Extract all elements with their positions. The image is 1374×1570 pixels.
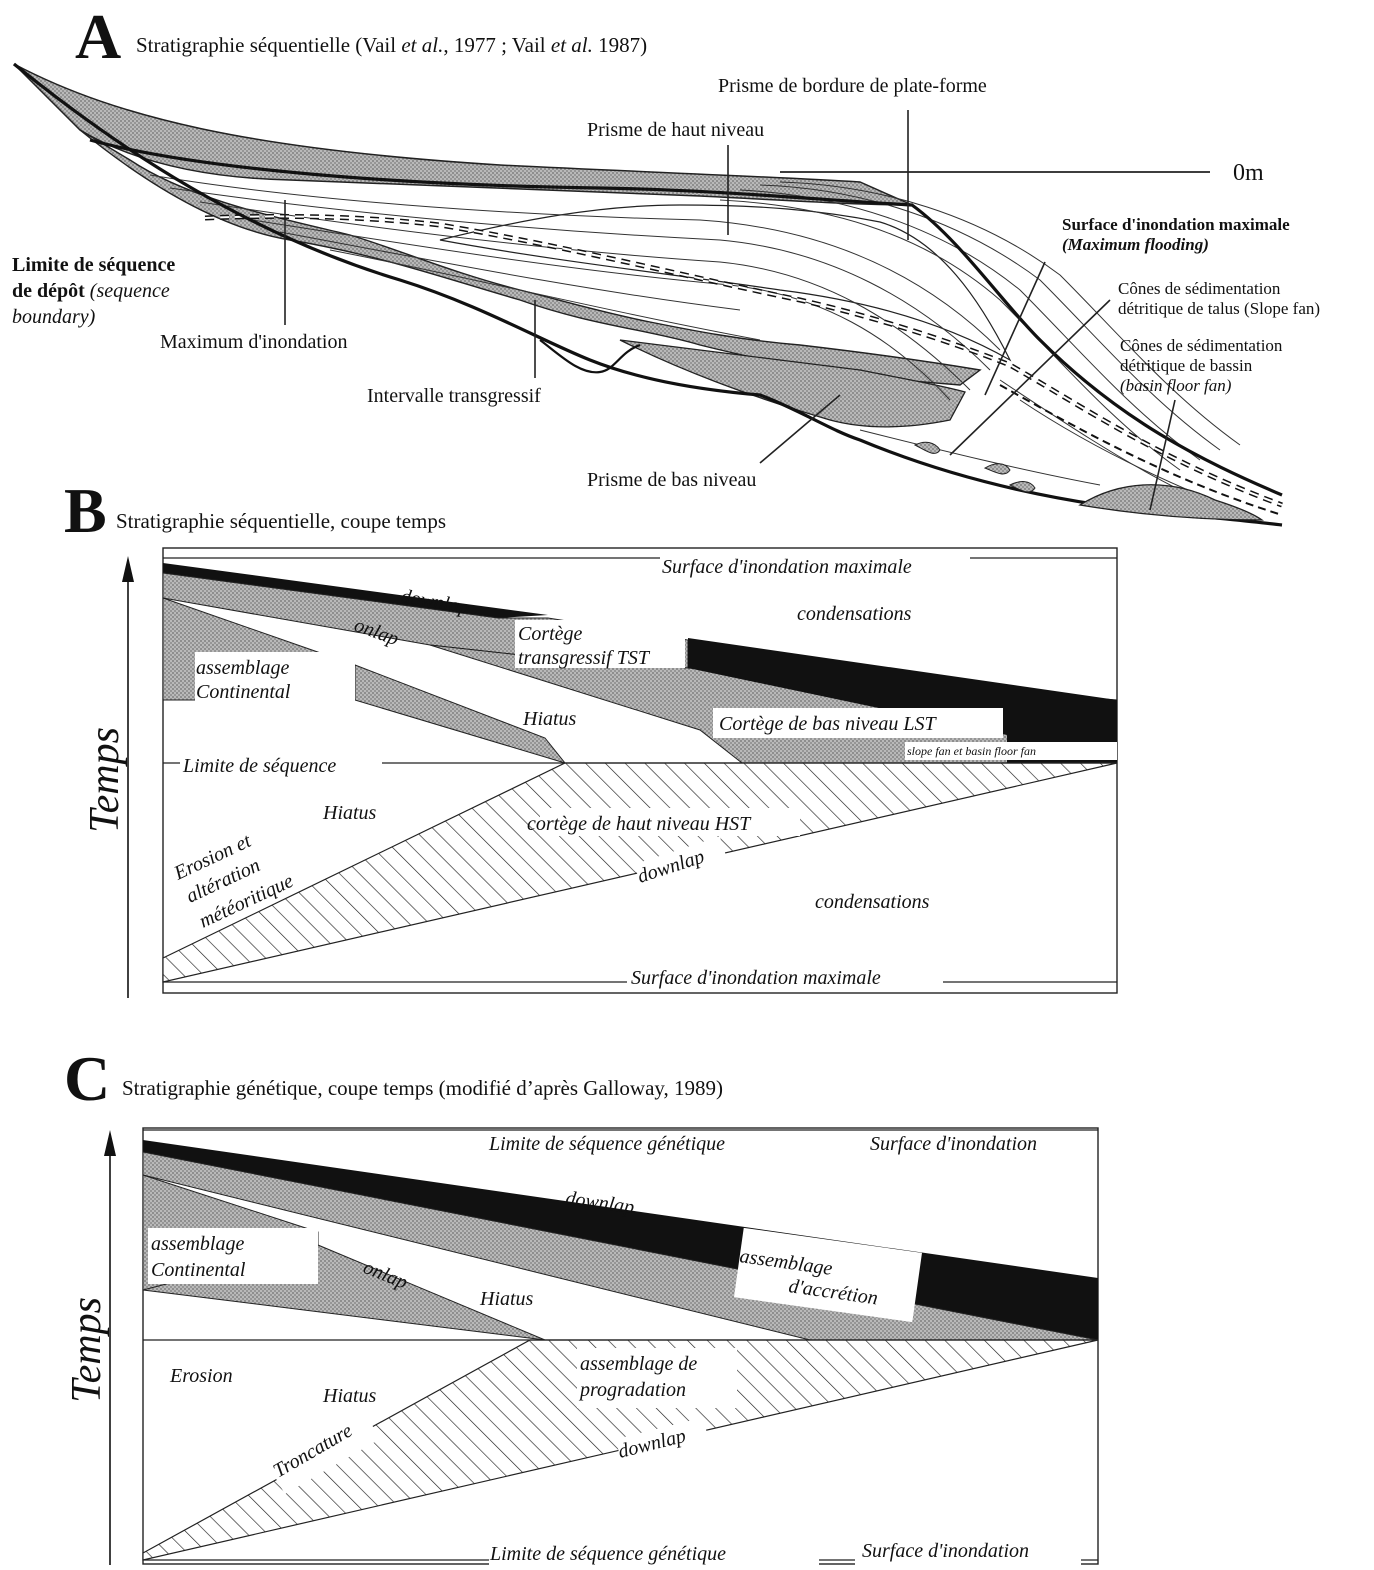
label-smf-en: (Maximum flooding) (1062, 235, 1209, 254)
c-erosion: Erosion (169, 1365, 233, 1387)
panel-c-title: Stratigraphie génétique, coupe temps (mo… (122, 1076, 723, 1100)
label-limite-2: de dépôt (sequence (12, 280, 170, 302)
panel-a-letter: A (75, 1, 121, 72)
b-fans: slope fan et basin floor fan (907, 744, 1036, 758)
label-basin-fan-2: détritique de bassin (1120, 356, 1253, 375)
panel-b-axis-arrow (122, 556, 134, 582)
c-surface-bottom: Surface d'inondation (862, 1540, 1029, 1562)
b-assemblage-1: assemblage (196, 657, 289, 679)
label-smf: Surface d'inondation maximale (1062, 215, 1290, 234)
panel-c-axis-label: Temps (64, 1297, 110, 1403)
b-hiatus-bottom: Hiatus (322, 802, 377, 824)
panel-a-title: Stratigraphie séquentielle (Vail et al.,… (136, 33, 647, 57)
c-surface-top: Surface d'inondation (870, 1133, 1037, 1155)
panel-a: A Stratigraphie séquentielle (Vail et al… (12, 1, 1320, 525)
label-basin-fan-1: Cônes de sédimentation (1120, 336, 1283, 355)
panel-c-axis-arrow (104, 1130, 116, 1156)
b-condensations-top: condensations (797, 603, 912, 625)
b-tst-2: transgressif TST (518, 647, 651, 669)
panel-c: C Stratigraphie génétique, coupe temps (… (64, 1043, 1098, 1568)
label-max-inondation: Maximum d'inondation (160, 331, 347, 353)
b-smf-bottom: Surface d'inondation maximale (631, 967, 881, 989)
c-assemblage-1: assemblage (151, 1233, 244, 1255)
panel-b-title: Stratigraphie séquentielle, coupe temps (116, 509, 446, 533)
label-intervalle: Intervalle transgressif (367, 385, 541, 407)
b-assemblage-2: Continental (196, 681, 291, 703)
b-tst-1: Cortège (518, 623, 583, 645)
panel-b-axis-label: Temps (82, 727, 128, 833)
panel-c-letter: C (64, 1043, 110, 1114)
c-assemblage-2: Continental (151, 1259, 246, 1281)
label-slope-fan-1: Cônes de sédimentation (1118, 279, 1281, 298)
c-hiatus-top: Hiatus (479, 1288, 534, 1310)
panel-b-letter: B (64, 475, 107, 546)
label-slope-fan-2: détritique de talus (Slope fan) (1118, 299, 1320, 318)
b-hiatus-top: Hiatus (522, 708, 577, 730)
c-limite-bottom: Limite de séquence génétique (489, 1543, 726, 1565)
c-progradation-2: progradation (578, 1379, 686, 1401)
b-condensations-bottom: condensations (815, 891, 930, 913)
sea-level-label: 0m (1233, 160, 1264, 186)
b-limite: Limite de séquence (182, 755, 336, 777)
label-prisme-bordure: Prisme de bordure de plate-forme (718, 75, 987, 97)
b-lst: Cortège de bas niveau LST (719, 713, 938, 735)
label-basin-fan-3: (basin floor fan) (1120, 376, 1232, 395)
b-smf-top: Surface d'inondation maximale (662, 556, 912, 578)
label-prisme-haut: Prisme de haut niveau (587, 119, 764, 141)
slope-fan-1 (915, 442, 940, 453)
c-hiatus-bottom: Hiatus (322, 1385, 377, 1407)
label-limite-3: boundary) (12, 306, 96, 328)
c-limite-top: Limite de séquence génétique (488, 1133, 725, 1155)
c-progradation-1: assemblage de (580, 1353, 697, 1375)
label-limite-1: Limite de séquence (12, 254, 175, 276)
b-hst: cortège de haut niveau HST (527, 813, 752, 835)
label-prisme-bas: Prisme de bas niveau (587, 469, 756, 491)
panel-b: B Stratigraphie séquentielle, coupe temp… (64, 475, 1117, 998)
basin-floor-fan (1080, 485, 1262, 520)
